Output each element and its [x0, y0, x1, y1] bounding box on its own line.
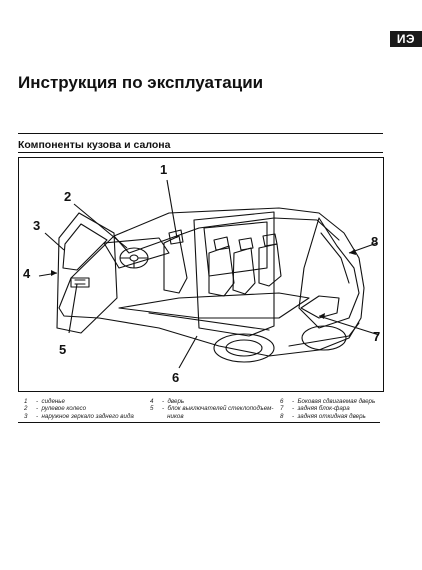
legend-num: 6 [280, 398, 284, 405]
legend-text: - рулевое колесо [36, 405, 87, 413]
legend-col-3: 6 - Боковая сдвигаемая дверь 7 - задняя бл… [280, 398, 375, 420]
legend-item: 2 - рулевое колесо [24, 405, 134, 412]
legend-num: 3 [24, 412, 28, 420]
legend-num [150, 413, 162, 420]
section-rule [18, 152, 383, 153]
callout-1: 1 [160, 162, 168, 177]
legend-rule [18, 422, 380, 423]
legend-num: 2 [24, 405, 28, 413]
callout-5: 5 [59, 342, 67, 357]
legend-item: 1 - сиденье [24, 398, 134, 405]
legend-num: 7 [280, 405, 284, 413]
legend-num: 5 [150, 405, 154, 413]
legend-text: - задняя блок-фара [292, 405, 350, 413]
legend-text: - наружное зеркало заднего вида [36, 412, 134, 420]
legend-col-2: 4 - дверь 5 - блок выключателей стеклоподъ… [150, 398, 273, 420]
legend-item: 3 - наружное зеркало заднего вида [24, 413, 134, 420]
callout-6: 6 [172, 370, 180, 385]
legend-item: 6 - Боковая сдвигаемая дверь [280, 398, 375, 405]
callout-2: 2 [64, 189, 72, 204]
minivan-cutaway-drawing [38, 179, 380, 369]
legend-item: 7 - задняя блок-фара [280, 405, 375, 412]
vehicle-illustration: 1 2 3 4 5 6 7 8 [18, 157, 384, 392]
callout-4: 4 [23, 266, 31, 281]
section-title: Компоненты кузова и салона [18, 139, 171, 151]
legend-item: 5 - блок выключателей стеклоподъем- [150, 405, 273, 412]
callout-3: 3 [33, 218, 41, 233]
top-rule [18, 133, 383, 134]
legend-item: 4 - дверь [150, 398, 273, 405]
legend-num: 8 [280, 412, 284, 420]
legend-num: 1 [24, 398, 28, 405]
legend-col-1: 1 - сиденье 2 - рулевое колесо 3 - наружное… [24, 398, 134, 420]
legend-text: - задняя откидная дверь [292, 412, 366, 420]
page-title: Инструкция по эксплуатации [18, 73, 264, 92]
section-badge: ИЭ [390, 31, 422, 47]
callout-8: 8 [371, 234, 379, 249]
legend-item: ников [150, 413, 273, 420]
legend-text: - дверь [162, 398, 185, 405]
legend-item: 8 - задняя откидная дверь [280, 413, 375, 420]
callout-7: 7 [373, 329, 381, 344]
legend-text: ников [162, 412, 184, 420]
legend-text: - Боковая сдвигаемая дверь [292, 398, 376, 405]
legend-num: 4 [150, 398, 154, 405]
legend-text: - блок выключателей стеклоподъем- [162, 405, 274, 413]
legend-text: - сиденье [36, 398, 65, 405]
